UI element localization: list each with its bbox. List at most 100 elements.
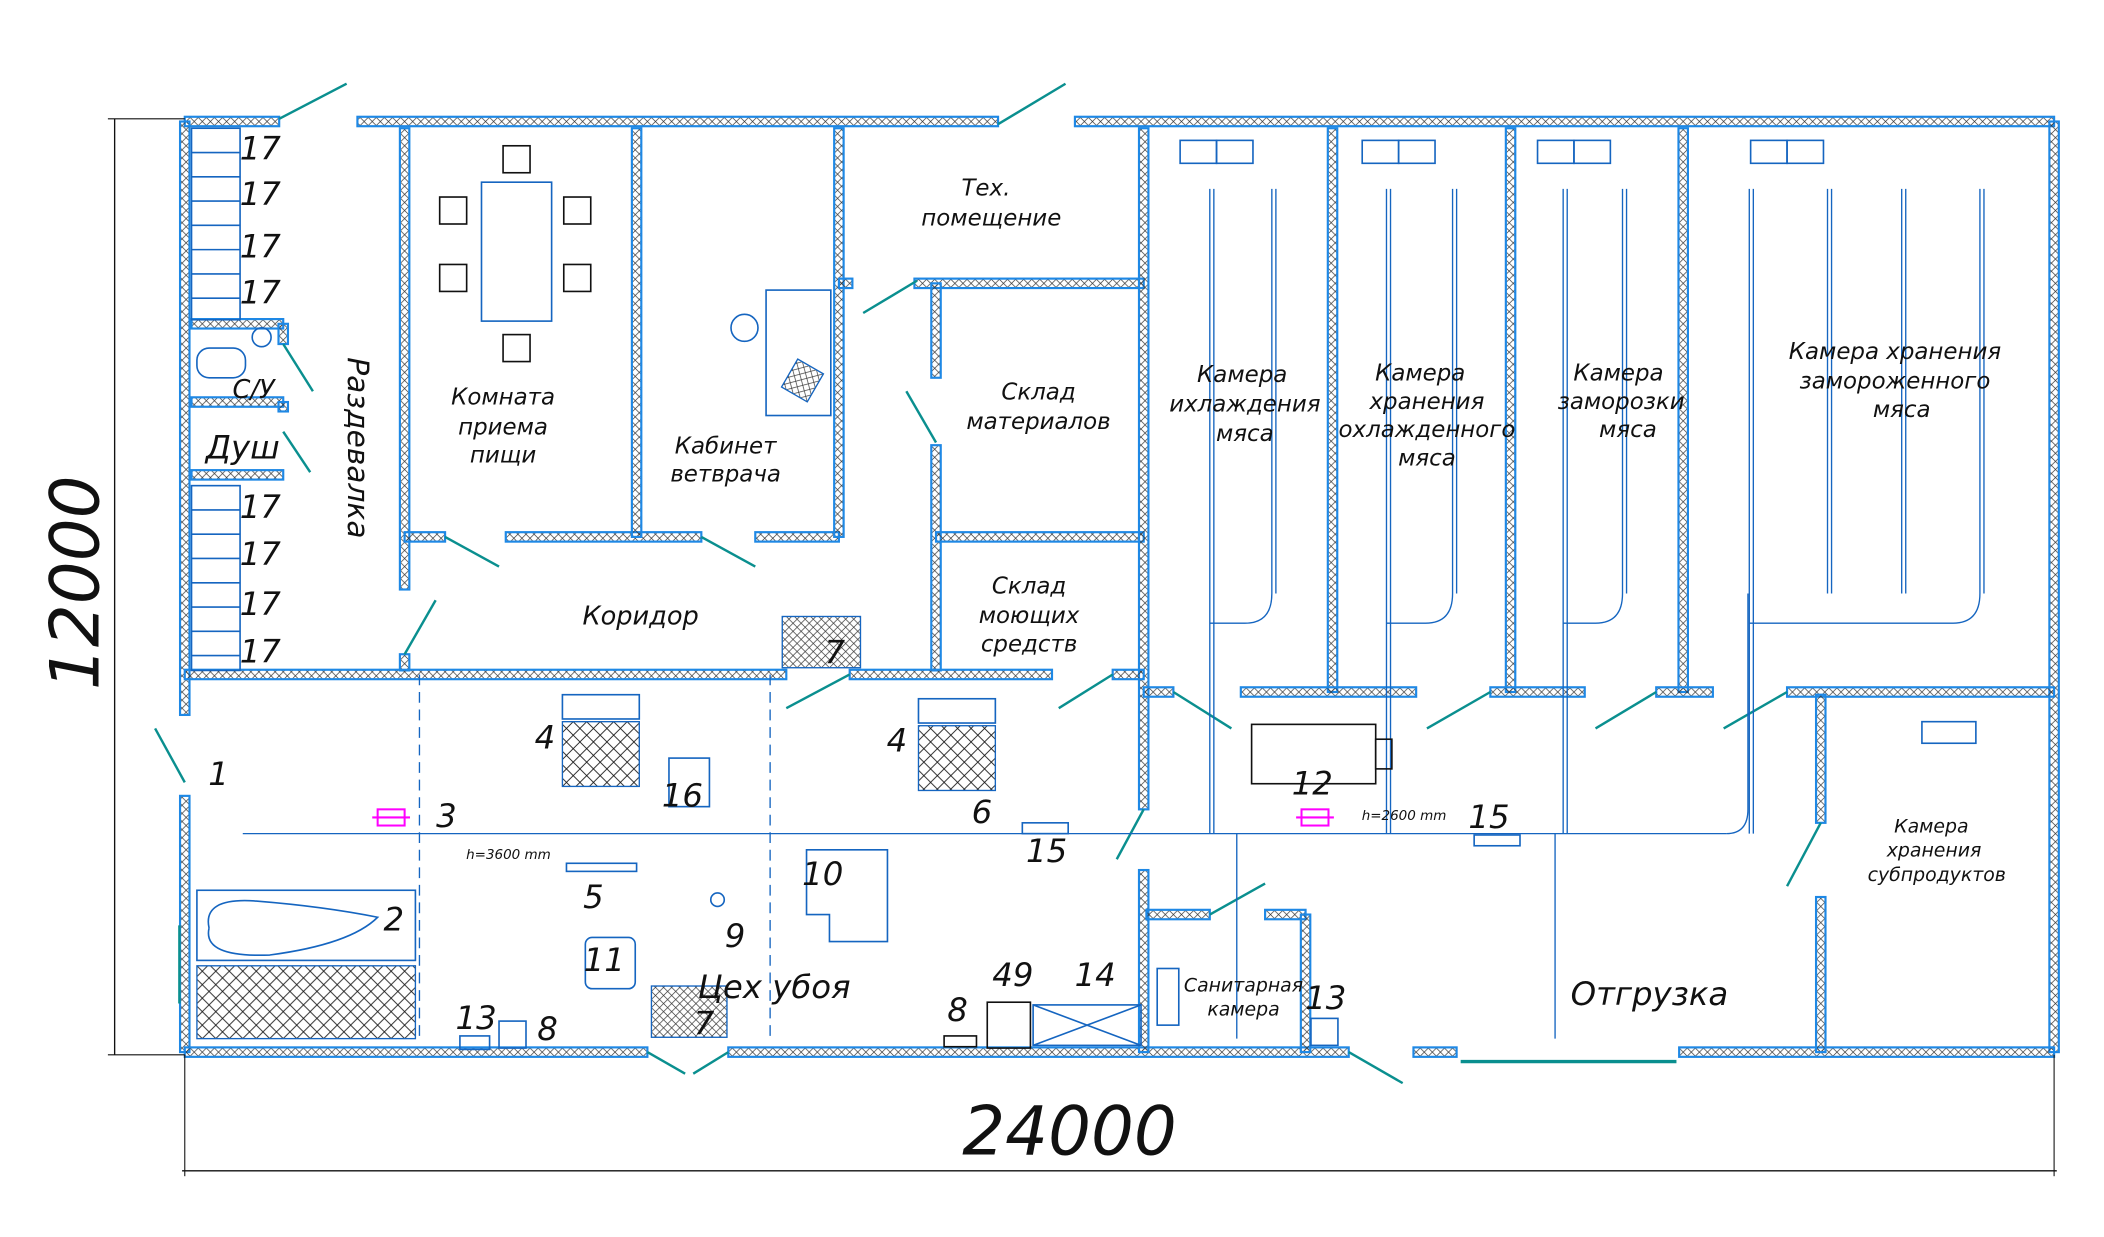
chair-icon <box>438 263 468 293</box>
chair-icon <box>502 144 531 174</box>
room-slaughter-label: Цех убоя <box>698 968 851 1006</box>
label-line: охлажденного <box>1339 417 1516 443</box>
room-shower-label: Душ <box>204 429 280 467</box>
equipment-13 <box>459 1035 491 1051</box>
label-line: пищи <box>470 443 536 469</box>
room-freeze-label: Камера заморозки мяса <box>1558 360 1685 443</box>
door-swing <box>1426 690 1491 730</box>
equipment-12-unit <box>1374 738 1393 770</box>
door-swing <box>862 279 918 315</box>
equipment-labels: 17 17 17 17 17 17 17 17 1 2 3 4 4 5 6 7 … <box>208 129 1509 1048</box>
label-13: 13 <box>1305 979 1346 1017</box>
room-vet-label: Кабинет ветврача <box>670 433 781 487</box>
label-12: 12 <box>1292 765 1333 803</box>
label-17: 17 <box>240 488 282 526</box>
label-line: моющих <box>979 603 1080 629</box>
wall <box>630 127 643 538</box>
label-line: хранения <box>1886 840 1982 862</box>
person-icon <box>730 313 759 343</box>
cooling-unit <box>1786 139 1825 165</box>
label-line: материалов <box>966 409 1110 435</box>
conveyor-curve <box>1726 593 1749 835</box>
label-17: 17 <box>240 129 282 167</box>
door-swing <box>997 82 1067 126</box>
wall <box>183 1046 649 1058</box>
wall <box>1678 1046 2056 1058</box>
room-detergents-label: Склад моющих средств <box>979 574 1080 658</box>
table-7 <box>781 615 862 669</box>
label-17: 17 <box>240 175 282 213</box>
door-swing <box>282 431 312 473</box>
chair-icon <box>562 196 592 225</box>
wall <box>848 668 1054 681</box>
label-6: 6 <box>972 793 993 831</box>
wall <box>1111 668 1145 681</box>
dining-table <box>480 181 553 322</box>
rail-curve <box>1386 593 1454 624</box>
equipment-16 <box>668 757 711 808</box>
wall <box>1785 686 2056 698</box>
wall <box>403 531 447 543</box>
label-17: 17 <box>240 274 282 312</box>
label-line: Тех. <box>961 176 1010 202</box>
sink-icon <box>251 327 272 348</box>
door-swing <box>692 1051 729 1075</box>
wall <box>183 668 788 681</box>
cooling-unit <box>1573 139 1612 165</box>
door-swing <box>444 535 500 568</box>
label-4: 4 <box>535 719 556 757</box>
wall <box>1655 686 1714 698</box>
equipment-14 <box>1032 1004 1142 1047</box>
label-13: 13 <box>456 999 497 1037</box>
label-line: Санитарная <box>1184 974 1303 996</box>
vet-desk <box>765 289 832 417</box>
label-line: Склад <box>992 574 1066 600</box>
wall <box>754 531 840 543</box>
label-line: мяса <box>1216 421 1274 447</box>
label-line: Склад <box>1001 379 1075 405</box>
label-line: помещение <box>921 205 1061 231</box>
wall <box>930 282 942 379</box>
rail-curve <box>1209 593 1273 624</box>
cooling-unit <box>1536 139 1575 165</box>
wall <box>504 531 703 543</box>
chair-icon <box>562 263 592 293</box>
dimension-width: 24000 <box>182 1054 2057 1177</box>
door-swing <box>1785 822 1822 887</box>
room-frozen-store-label: Камера хранения замороженного мяса <box>1789 339 2002 423</box>
door-swing <box>282 343 314 392</box>
stun-box <box>917 725 997 792</box>
label-line: ветврача <box>670 462 781 488</box>
label-line: мяса <box>1398 445 1456 471</box>
label-15: 15 <box>1026 832 1067 870</box>
equipment <box>190 127 1985 1051</box>
label-7: 7 <box>694 1005 715 1043</box>
wall <box>934 531 1145 543</box>
sink-13 <box>1310 1017 1339 1047</box>
height-note: h=3600 mm <box>466 847 551 863</box>
door-swing <box>403 599 437 655</box>
label-7: 7 <box>825 634 846 672</box>
door-swing <box>1172 690 1233 730</box>
door-swing <box>154 727 186 783</box>
label-line: средств <box>981 632 1078 658</box>
wall <box>1239 686 1418 698</box>
equipment-15 <box>1473 834 1521 847</box>
room-offal-label: Камера хранения субпродуктов <box>1868 815 2006 886</box>
room-chill-label: Камера ихлаждения мяса <box>1169 362 1321 447</box>
label-1: 1 <box>208 755 229 793</box>
label-line: Камера <box>1197 362 1287 388</box>
wall <box>1299 913 1312 1054</box>
wall <box>1073 115 2056 128</box>
room-dining-label: Комната приема пищи <box>451 385 555 469</box>
room-chilled-store-label: Камера хранения охлажденного мяса <box>1339 360 1516 471</box>
height-note: h=2600 mm <box>1362 808 1447 824</box>
rail-curve <box>1749 593 1981 624</box>
wall <box>1145 908 1211 921</box>
label-line: приема <box>458 414 548 440</box>
label-16: 16 <box>662 777 703 815</box>
label-line: мяса <box>1599 417 1657 443</box>
room-corridor-label: Коридор <box>582 602 698 632</box>
wall <box>277 400 290 413</box>
